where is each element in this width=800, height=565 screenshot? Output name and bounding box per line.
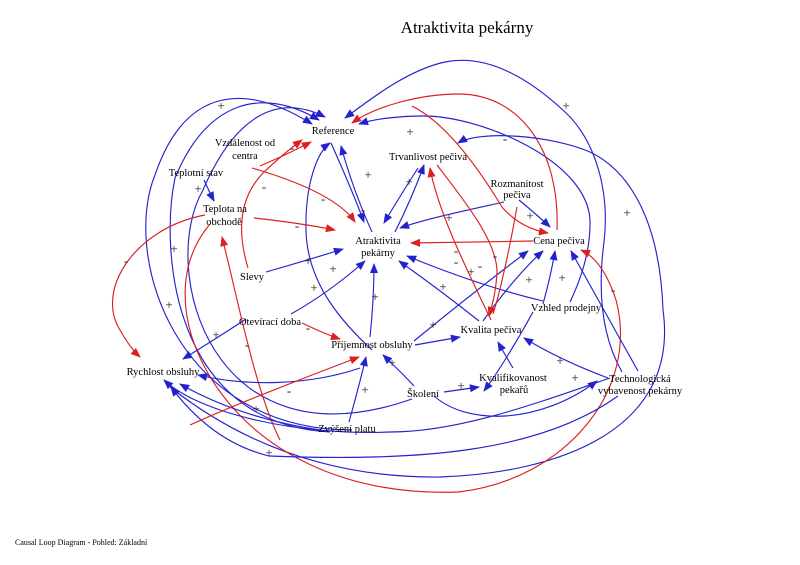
svg-text:-: - xyxy=(361,202,365,217)
svg-text:obchodě: obchodě xyxy=(206,217,242,228)
svg-text:+: + xyxy=(217,98,224,113)
svg-text:+: + xyxy=(525,272,532,287)
svg-text:+: + xyxy=(439,279,446,294)
svg-text:Atraktivita pekárny: Atraktivita pekárny xyxy=(401,18,534,37)
svg-text:Vzhled prodejny: Vzhled prodejny xyxy=(531,303,602,314)
svg-text:+: + xyxy=(388,355,395,370)
svg-text:-: - xyxy=(493,248,497,263)
svg-text:-: - xyxy=(478,258,482,273)
svg-text:Rozmanitost: Rozmanitost xyxy=(490,179,543,190)
svg-text:-: - xyxy=(454,243,458,258)
svg-text:+: + xyxy=(457,378,464,393)
svg-text:Reference: Reference xyxy=(312,126,355,137)
svg-text:+: + xyxy=(406,124,413,139)
svg-text:+: + xyxy=(571,370,578,385)
svg-text:-: - xyxy=(295,218,299,233)
svg-text:-: - xyxy=(503,131,507,146)
svg-text:+: + xyxy=(623,205,630,220)
svg-text:Trvanlivost pečiva: Trvanlivost pečiva xyxy=(389,152,467,163)
svg-text:+: + xyxy=(194,181,201,196)
svg-text:Rychlost obsluhy: Rychlost obsluhy xyxy=(127,367,201,378)
svg-text:-: - xyxy=(306,320,310,335)
svg-text:+: + xyxy=(212,327,219,342)
svg-text:Technologická: Technologická xyxy=(609,374,671,385)
svg-text:+: + xyxy=(361,382,368,397)
svg-text:Otevírací doba: Otevírací doba xyxy=(239,317,301,328)
svg-text:-: - xyxy=(290,140,294,155)
svg-text:+: + xyxy=(405,174,412,189)
svg-text:-: - xyxy=(287,383,291,398)
svg-text:-: - xyxy=(611,282,615,297)
svg-text:Příjemnost obsluhy: Příjemnost obsluhy xyxy=(331,340,413,351)
svg-text:Slevy: Slevy xyxy=(240,272,265,283)
svg-text:Cena pečiva: Cena pečiva xyxy=(533,236,585,247)
svg-text:+: + xyxy=(467,264,474,279)
svg-text:Kvalifikovanost: Kvalifikovanost xyxy=(479,373,547,384)
svg-text:+: + xyxy=(445,210,452,225)
svg-text:pečiva: pečiva xyxy=(503,190,531,201)
svg-text:+: + xyxy=(252,401,259,416)
svg-text:+: + xyxy=(558,270,565,285)
svg-text:+: + xyxy=(329,261,336,276)
svg-text:+: + xyxy=(429,317,436,332)
svg-text:+: + xyxy=(526,208,533,223)
svg-text:vybavenost pekárny: vybavenost pekárny xyxy=(598,386,683,397)
svg-text:Causal Loop Diagram - Pohled:: Causal Loop Diagram - Pohled: Základní xyxy=(15,538,148,547)
svg-text:pekárny: pekárny xyxy=(361,248,396,259)
svg-text:Školení: Školení xyxy=(407,388,439,400)
svg-text:+: + xyxy=(265,445,272,460)
svg-text:Atraktivita: Atraktivita xyxy=(355,236,401,247)
svg-text:Teplota na: Teplota na xyxy=(203,204,247,215)
svg-text:+: + xyxy=(562,98,569,113)
svg-text:+: + xyxy=(165,297,172,312)
svg-text:+: + xyxy=(170,241,177,256)
svg-text:Kvalita pečiva: Kvalita pečiva xyxy=(461,325,522,336)
svg-text:-: - xyxy=(454,254,458,269)
svg-text:Zvýšení platu: Zvýšení platu xyxy=(318,424,376,435)
svg-text:-: - xyxy=(262,179,266,194)
svg-text:-: - xyxy=(321,191,325,206)
svg-text:Teplotní stav: Teplotní stav xyxy=(169,168,224,179)
svg-text:+: + xyxy=(364,167,371,182)
svg-text:+: + xyxy=(310,280,317,295)
svg-text:centra: centra xyxy=(232,151,258,162)
svg-text:-: - xyxy=(245,337,249,352)
svg-text:+: + xyxy=(371,289,378,304)
svg-text:Vzdálenost od: Vzdálenost od xyxy=(215,138,276,149)
svg-text:+: + xyxy=(556,353,563,368)
svg-text:-: - xyxy=(124,253,128,268)
svg-text:pekařů: pekařů xyxy=(500,385,529,396)
svg-text:+: + xyxy=(304,253,311,268)
